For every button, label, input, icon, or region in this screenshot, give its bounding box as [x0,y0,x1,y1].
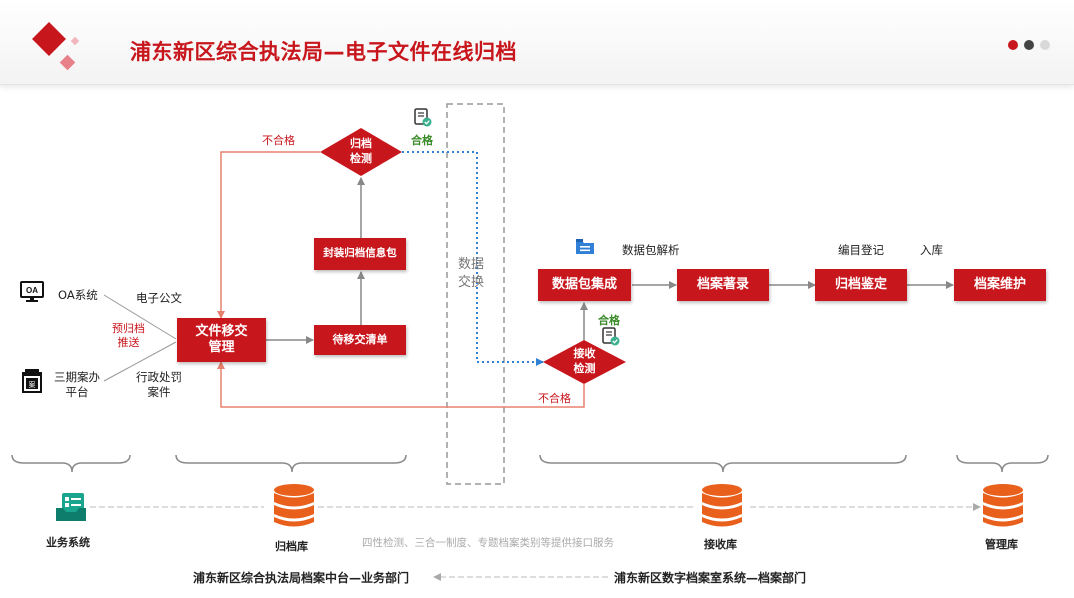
receive-check-label: 接收 检测 [573,347,596,375]
brace-archive [175,454,407,473]
pre-archive-label: 预归档 推送 [112,322,145,349]
check-document-icon-2 [602,327,620,346]
dept-right-label: 浦东新区数字档案室系统—档案部门 [614,571,807,585]
receive-db-label: 接收库 [704,538,737,551]
fail-label-top: 不合格 [262,134,295,147]
folder-icon [576,239,594,254]
manage-db-icon [983,484,1023,527]
case-platform-label: 三期案办 平台 [54,370,100,399]
manage-db-label: 管理库 [985,538,1018,551]
edoc-label: 电子公文 [136,291,182,305]
indicator-dot-3 [1040,40,1050,50]
pass-label-mid: 合格 [598,314,620,327]
oa-monitor-icon: OA [20,281,44,302]
page-indicator [1008,40,1050,50]
maintain-box: 档案维护 [954,269,1046,301]
svg-text:案: 案 [29,380,36,389]
parse-label: 数据包解析 [622,243,680,257]
check-document-icon [414,108,432,127]
data-exchange-label: 数据 交换 [458,257,485,291]
archive-check-diamond [320,128,402,176]
fail-label-bottom: 不合格 [538,392,571,405]
interface-note: 四性检测、三合一制度、专题档案类别等提供接口服务 [362,537,614,549]
register-label: 编目登记 [838,243,884,257]
business-system-label: 业务系统 [46,536,90,549]
indicator-dot-2 [1024,40,1034,50]
business-system-icon [56,493,86,521]
brace-receive [539,454,907,473]
catalog-box: 档案著录 [677,269,769,301]
receive-check-diamond [543,340,626,384]
page-title: 浦东新区综合执法局—电子文件在线归档 [130,40,517,64]
package-box: 封装归档信息包 [314,238,406,270]
archive-db-icon [274,484,314,527]
appraisal-box: 归档鉴定 [815,269,907,301]
indicator-dot-1 [1008,40,1018,50]
exchange-zone [446,103,505,485]
case-platform-icon: 案 [22,369,42,393]
brace-manage [956,454,1049,473]
dept-left-label: 浦东新区综合执法局档案中台—业务部门 [193,571,410,585]
pending-list-box: 待移交清单 [314,325,406,355]
brand-diamonds-icon [32,22,80,71]
penalty-case-label: 行政处罚 案件 [136,370,182,399]
archive-db-label: 归档库 [275,540,308,553]
store-label: 入库 [920,243,943,257]
receive-db-icon [702,484,742,527]
archive-check-label: 归档 检测 [350,137,372,165]
pass-label-top: 合格 [411,134,433,147]
svg-text:OA: OA [26,286,38,295]
package-integrate-box: 数据包集成 [538,269,631,301]
transfer-management-box: 文件移交 管理 [177,318,266,362]
oa-system-label: OA系统 [58,288,98,302]
brace-business [11,454,131,473]
page-header: 浦东新区综合执法局—电子文件在线归档 [0,0,1074,85]
